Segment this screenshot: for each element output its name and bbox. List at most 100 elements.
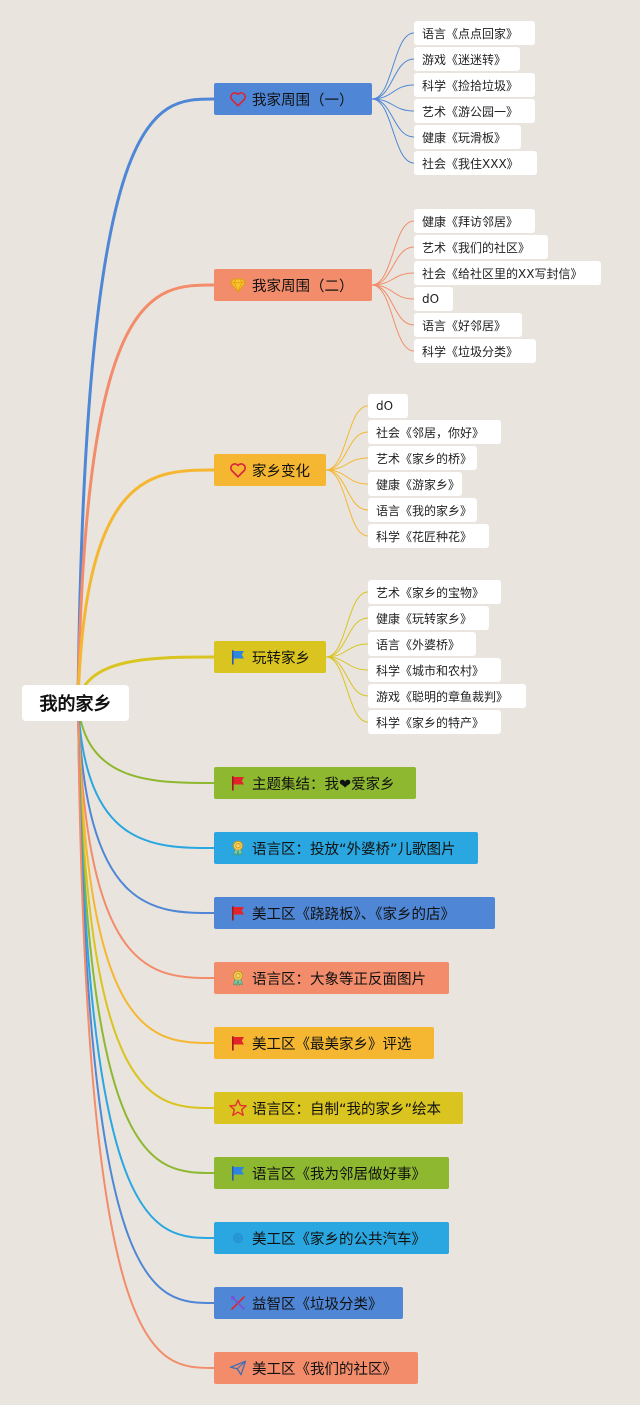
leaf-label: 游戏《迷迷转》 (422, 52, 507, 67)
leaf-node[interactable]: 健康《游家乡》 (368, 472, 462, 496)
branch-label: 玩转家乡 (252, 650, 310, 667)
leaf-node[interactable]: 语言《好邻居》 (414, 313, 522, 337)
branch-leaf-connector (325, 591, 369, 658)
leaf-node[interactable]: 艺术《我们的社区》 (414, 235, 548, 259)
leaf-node[interactable]: 科学《城市和农村》 (368, 658, 501, 682)
leaf-label: 艺术《游公园一》 (422, 104, 519, 119)
root-branch-connector (77, 702, 215, 1109)
branch-label: 我家周围（二） (252, 278, 354, 295)
leaf-node[interactable]: 艺术《家乡的宝物》 (368, 580, 501, 604)
root-branch-connector (77, 702, 215, 784)
leaf-node[interactable]: 游戏《聪明的章鱼裁判》 (368, 684, 526, 708)
leaf-node[interactable]: 健康《拜访邻居》 (414, 209, 535, 233)
branch-label: 家乡变化 (252, 463, 310, 480)
branch-leaf-connector (371, 284, 415, 326)
branch-node[interactable]: 主题集结：我❤爱家乡 (214, 767, 416, 799)
medal-icon (228, 838, 248, 858)
heart-outline-icon (228, 89, 248, 109)
leaf-node[interactable]: 艺术《家乡的桥》 (368, 446, 477, 470)
branch-node[interactable]: 语言区：投放“外婆桥”儿歌图片 (214, 832, 478, 864)
root-branch-connector (77, 702, 215, 1369)
leaf-node[interactable]: 语言《点点回家》 (414, 21, 535, 45)
leaf-node[interactable]: 科学《捡拾垃圾》 (414, 73, 535, 97)
branch-leaf-connector (371, 246, 415, 286)
branch-node[interactable]: 美工区《最美家乡》评选 (214, 1027, 434, 1059)
leaf-node[interactable]: 社会《我住XXX》 (414, 151, 537, 175)
branch-node[interactable]: 我家周围（二） (214, 269, 372, 301)
flag-blue-icon (228, 647, 248, 667)
root-branch-connector (77, 702, 215, 1174)
branch-label: 我家周围（一） (252, 92, 354, 109)
branch-node[interactable]: 美工区《跷跷板》、《家乡的店》 (214, 897, 495, 929)
branch-leaf-connector (325, 405, 369, 471)
leaf-node[interactable]: dO (368, 394, 408, 418)
leaf-label: 语言《好邻居》 (422, 318, 507, 333)
flag-red-icon (228, 903, 248, 923)
medal-icon (228, 968, 248, 988)
branch-node[interactable]: 玩转家乡 (214, 641, 326, 673)
leaf-node[interactable]: 健康《玩滑板》 (414, 125, 521, 149)
branch-node[interactable]: 我家周围（一） (214, 83, 372, 115)
leaf-node[interactable]: 语言《外婆桥》 (368, 632, 476, 656)
leaf-node[interactable]: 科学《家乡的特产》 (368, 710, 501, 734)
leaf-node[interactable]: dO (414, 287, 453, 311)
branch-node[interactable]: 家乡变化 (214, 454, 326, 486)
branch-label: 美工区《最美家乡》评选 (252, 1036, 412, 1053)
branch-node[interactable]: 语言区：自制“我的家乡”绘本 (214, 1092, 463, 1124)
leaf-label: 健康《玩转家乡》 (376, 611, 473, 626)
flag-red-icon (228, 773, 248, 793)
leaf-label: 科学《垃圾分类》 (422, 344, 519, 359)
branch-leaf-connector (371, 84, 415, 100)
branch-label: 语言区：自制“我的家乡”绘本 (252, 1101, 442, 1118)
leaf-node[interactable]: 艺术《游公园一》 (414, 99, 535, 123)
diamond-icon (228, 275, 248, 295)
leaf-label: 健康《玩滑板》 (422, 130, 507, 145)
branch-label: 主题集结：我❤爱家乡 (252, 776, 395, 793)
leaf-label: 语言《外婆桥》 (376, 637, 461, 652)
leaf-label: 语言《点点回家》 (422, 26, 519, 41)
leaf-label: 科学《家乡的特产》 (376, 715, 485, 730)
root-branch-connector (77, 702, 215, 1044)
branch-leaf-connector (325, 469, 369, 537)
leaf-label: 社会《给社区里的XX写封信》 (422, 266, 583, 281)
leaf-node[interactable]: 科学《垃圾分类》 (414, 339, 536, 363)
leaf-label: 艺术《我们的社区》 (422, 240, 531, 255)
branch-node[interactable]: 语言区：大象等正反面图片 (214, 962, 449, 994)
branch-label: 语言区《我为邻居做好事》 (252, 1166, 426, 1183)
leaf-node[interactable]: 游戏《迷迷转》 (414, 47, 520, 71)
branch-leaf-connector (325, 656, 369, 723)
root-branch-connector (76, 97, 216, 705)
leaf-label: 科学《花匠种花》 (376, 529, 473, 544)
branch-leaf-connector (371, 272, 415, 286)
root-branch-connector (77, 702, 215, 1239)
branch-leaf-connector (371, 284, 415, 352)
leaf-label: 艺术《家乡的桥》 (376, 451, 473, 466)
leaf-node[interactable]: 社会《邻居，你好》 (368, 420, 501, 444)
root-node[interactable]: 我的家乡 (22, 685, 129, 721)
branch-leaf-connector (371, 220, 415, 286)
branch-leaf-connector (371, 58, 415, 100)
root-branch-connector (76, 468, 216, 705)
branch-leaf-connector (325, 643, 369, 658)
leaf-node[interactable]: 健康《玩转家乡》 (368, 606, 489, 630)
dot-icon (228, 1228, 248, 1248)
leaf-node[interactable]: 语言《我的家乡》 (368, 498, 477, 522)
leaf-node[interactable]: 科学《花匠种花》 (368, 524, 489, 548)
branch-node[interactable]: 语言区《我为邻居做好事》 (214, 1157, 449, 1189)
branch-label: 美工区《家乡的公共汽车》 (252, 1231, 426, 1248)
root-branch-connector (77, 702, 215, 979)
tools-icon (228, 1293, 248, 1313)
leaf-label: 健康《游家乡》 (376, 477, 461, 492)
branch-leaf-connector (325, 617, 369, 658)
branch-leaf-connector (325, 457, 369, 471)
branch-node[interactable]: 美工区《家乡的公共汽车》 (214, 1222, 449, 1254)
leaf-node[interactable]: 社会《给社区里的XX写封信》 (414, 261, 601, 285)
branch-node[interactable]: 益智区《垃圾分类》 (214, 1287, 403, 1319)
leaf-label: 科学《捡拾垃圾》 (422, 78, 519, 93)
branch-label: 美工区《我们的社区》 (252, 1361, 397, 1378)
leaf-label: 艺术《家乡的宝物》 (376, 585, 485, 600)
branch-node[interactable]: 美工区《我们的社区》 (214, 1352, 418, 1384)
root-branch-connector (77, 702, 215, 914)
branch-leaf-connector (325, 469, 369, 511)
